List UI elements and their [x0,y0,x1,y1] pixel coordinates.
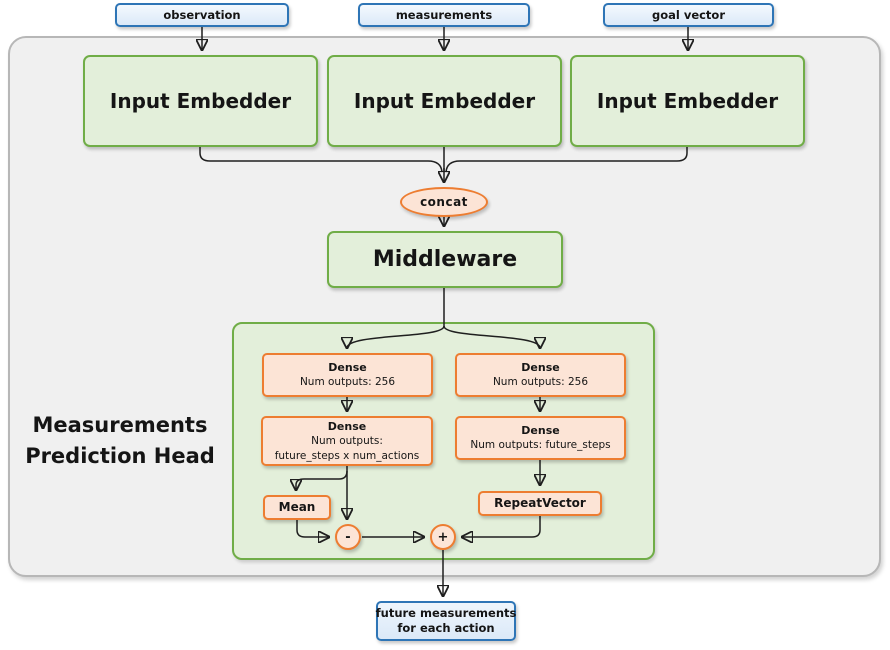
dense-right-2-subtitle: Num outputs: future_steps [470,439,611,451]
middleware-node: Middleware [327,231,563,288]
dense-left-2-subtitle2: future_steps x num_actions [274,449,420,462]
prediction-head-title-line1: Measurements [32,413,208,437]
repeat-vector-node: RepeatVector [478,491,602,516]
input-pill-measurements: measurements [358,3,530,27]
prediction-head-title-line2: Prediction Head [25,444,215,468]
dense-left-1-subtitle: Num outputs: 256 [299,376,396,388]
dense-right-1-subtitle: Num outputs: 256 [492,376,589,388]
dense-left-2: Dense Num outputs: future_steps x num_ac… [261,416,433,466]
prediction-head-title: Measurements Prediction Head [16,410,224,472]
dense-right-1-title: Dense [521,361,560,374]
output-box-line1: future measurements [375,606,517,620]
dense-right-1: Dense Num outputs: 256 [455,353,626,397]
mean-node: Mean [263,495,331,520]
minus-operator-node: - [335,524,361,550]
input-embedder-goal-vector: Input Embedder [570,55,805,147]
dense-left-2-title: Dense [327,419,367,433]
input-pill-goal-vector: goal vector [603,3,774,27]
input-pill-observation: observation [115,3,289,27]
dense-left-2-subtitle: Num outputs: [311,434,383,447]
input-embedder-measurements: Input Embedder [327,55,562,147]
dense-left-1-title: Dense [328,361,367,374]
dense-right-2-title: Dense [521,424,560,437]
input-embedder-observation: Input Embedder [83,55,318,147]
plus-operator-node: + [430,524,456,550]
output-box-line2: for each action [397,621,495,635]
dense-left-1: Dense Num outputs: 256 [262,353,433,397]
dense-right-2: Dense Num outputs: future_steps [455,416,626,460]
output-box: future measurements for each action [376,601,516,641]
concat-node: concat [400,187,488,217]
